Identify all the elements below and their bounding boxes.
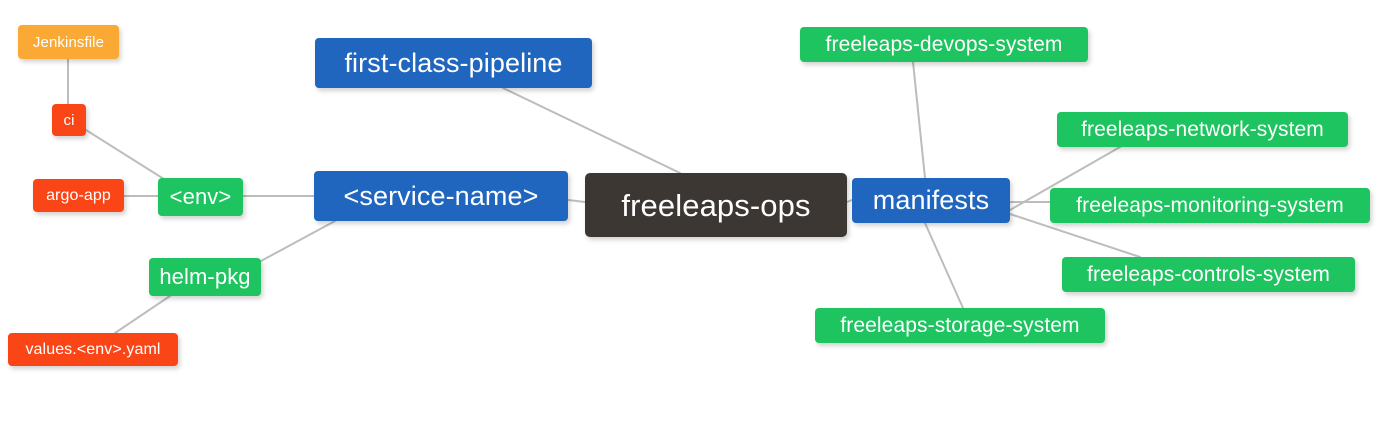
edge-manifests-to-freeleaps-devops-system <box>912 61 926 179</box>
node-freeleaps-ops[interactable]: freeleaps-ops <box>585 173 847 237</box>
node-freeleaps-network-system[interactable]: freeleaps-network-system <box>1057 112 1348 147</box>
node-ci[interactable]: ci <box>52 104 86 136</box>
node-jenkinsfile[interactable]: Jenkinsfile <box>18 25 119 59</box>
node-first-class-pipeline[interactable]: first-class-pipeline <box>315 38 592 88</box>
edge-helm-pkg-to-values-env-yaml <box>114 295 171 334</box>
node-env[interactable]: <env> <box>158 178 243 216</box>
node-service-name[interactable]: <service-name> <box>314 171 568 221</box>
node-argo-app[interactable]: argo-app <box>33 179 124 212</box>
edge-service-name-to-freeleaps-ops <box>567 199 586 203</box>
node-freeleaps-devops-system[interactable]: freeleaps-devops-system <box>800 27 1088 62</box>
node-manifests[interactable]: manifests <box>852 178 1010 223</box>
node-freeleaps-monitoring-system[interactable]: freeleaps-monitoring-system <box>1050 188 1370 223</box>
node-values-env-yaml[interactable]: values.<env>.yaml <box>8 333 178 366</box>
edge-manifests-to-freeleaps-storage-system <box>924 222 964 309</box>
node-helm-pkg[interactable]: helm-pkg <box>149 258 261 296</box>
edge-service-name-to-helm-pkg <box>247 220 336 269</box>
node-freeleaps-storage-system[interactable]: freeleaps-storage-system <box>815 308 1105 343</box>
node-freeleaps-controls-system[interactable]: freeleaps-controls-system <box>1062 257 1355 292</box>
edge-first-class-pipeline-to-freeleaps-ops <box>502 87 681 174</box>
